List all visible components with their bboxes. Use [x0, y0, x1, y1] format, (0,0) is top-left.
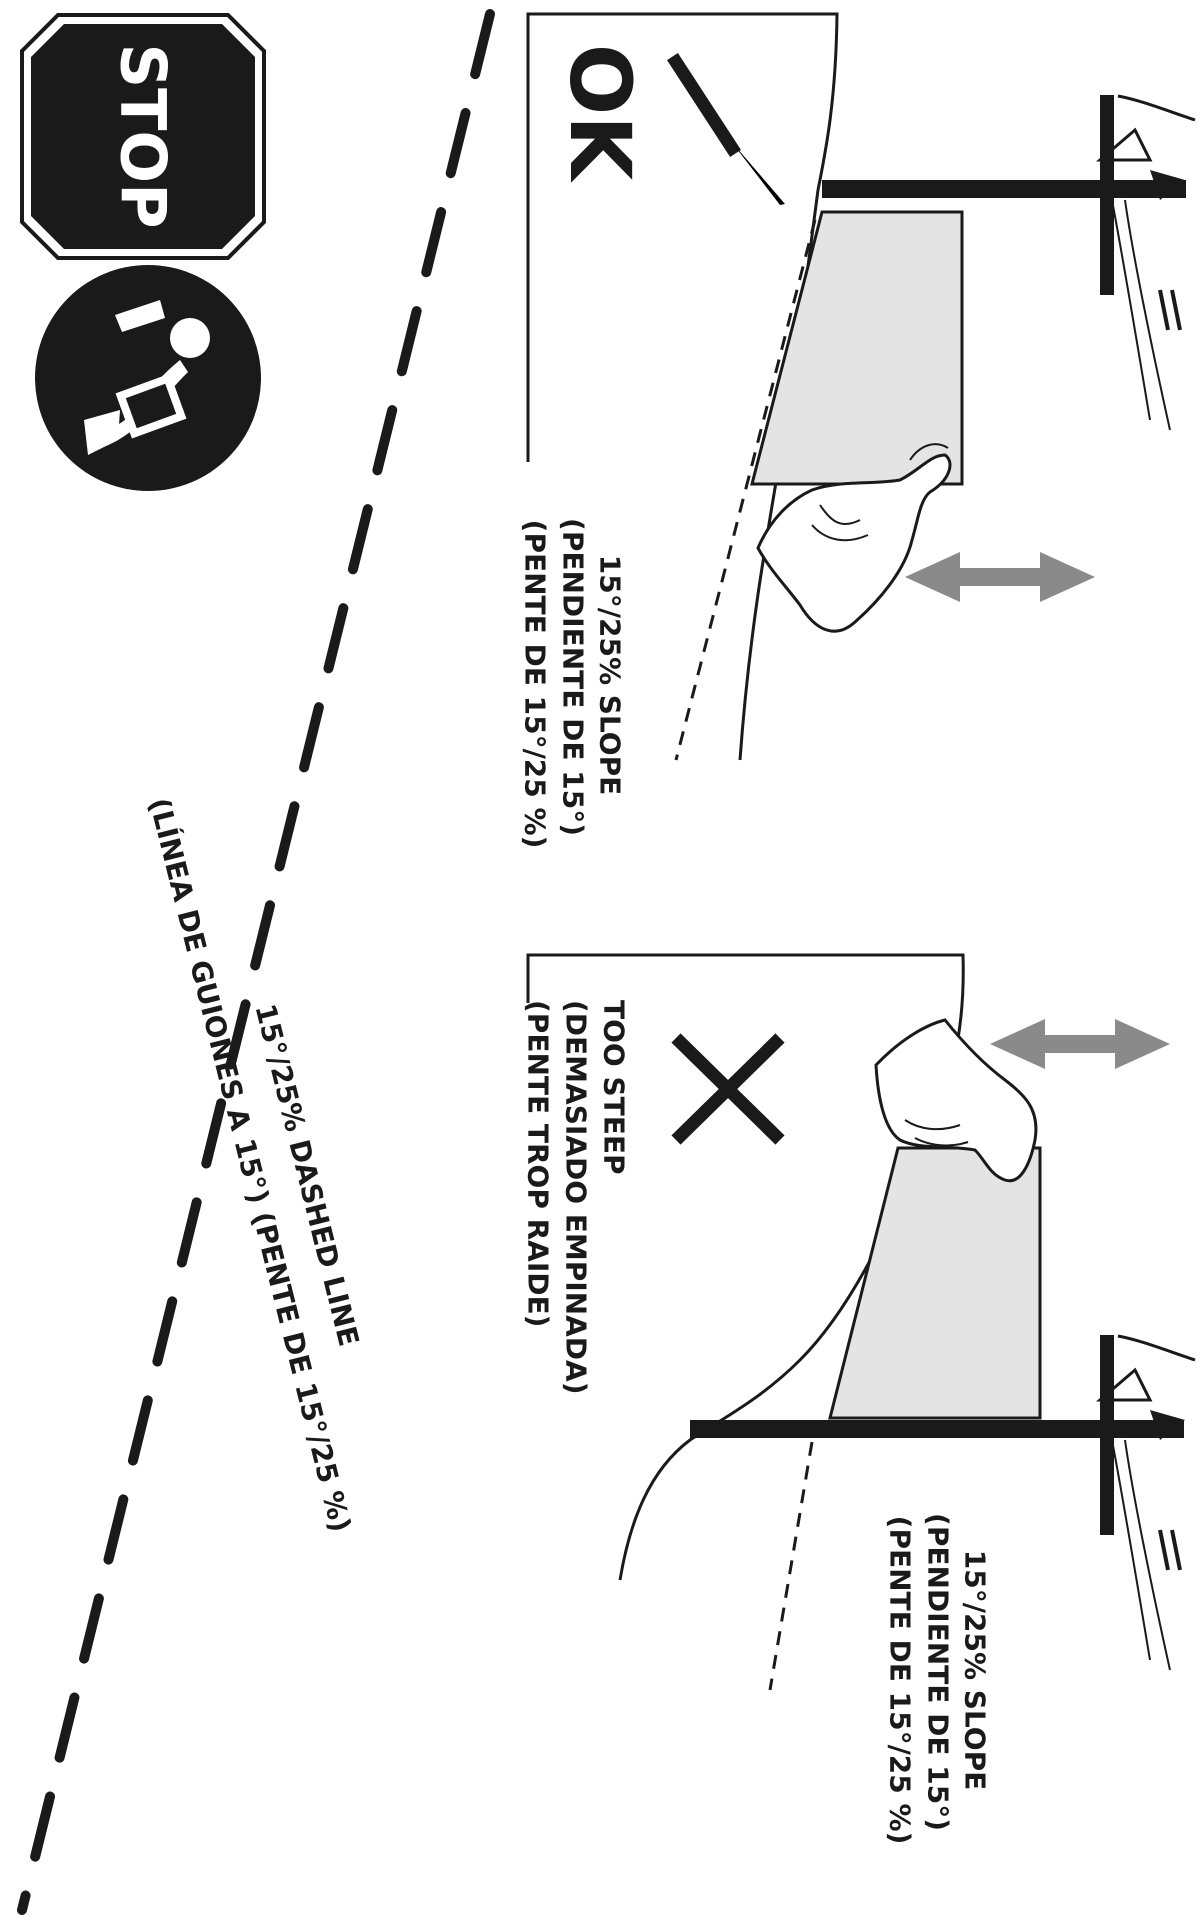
double-arrow-icon	[905, 552, 1095, 602]
ok-slope-line2: (PENDIENTE DE 15°)	[557, 518, 590, 836]
steep-verdict-line2: (DEMASIADO EMPINADA)	[560, 1000, 593, 1395]
dashed-reference-line	[17, 9, 495, 1915]
stop-sign-text: STOP	[107, 43, 180, 228]
hand-icon	[874, 1018, 1038, 1183]
stop-sign-icon: STOP	[20, 13, 266, 260]
ok-verdict-text: OK	[551, 44, 649, 183]
cross-icon	[671, 1033, 785, 1145]
steep-verdict-line3: (PENTE TROP RAIDE)	[522, 1000, 555, 1327]
dashed-line-caption-line2: (LÍNEA DE GUIONES A 15°) (PENTE DE 15°/2…	[143, 794, 359, 1535]
checkmark-icon	[667, 53, 785, 205]
ok-slope-line1: 15°/25% SLOPE	[594, 555, 627, 795]
read-manual-icon	[35, 265, 261, 491]
steep-verdict-line1: TOO STEEP	[598, 1000, 631, 1175]
steep-slope-line2: (PENDIENTE DE 15°)	[922, 1513, 955, 1831]
ok-slope-line3: (PENTE DE 15°/25 %)	[519, 520, 552, 849]
too-steep-panel: TOO STEEP (DEMASIADO EMPINADA) (PENTE TR…	[522, 953, 1196, 1845]
ok-panel: OK	[519, 12, 1196, 849]
steep-slope-line1: 15°/25% SLOPE	[959, 1550, 992, 1790]
steep-slope-line3: (PENTE DE 15°/25 %)	[884, 1516, 917, 1845]
double-arrow-icon	[990, 1019, 1170, 1069]
hand-icon	[756, 443, 952, 633]
